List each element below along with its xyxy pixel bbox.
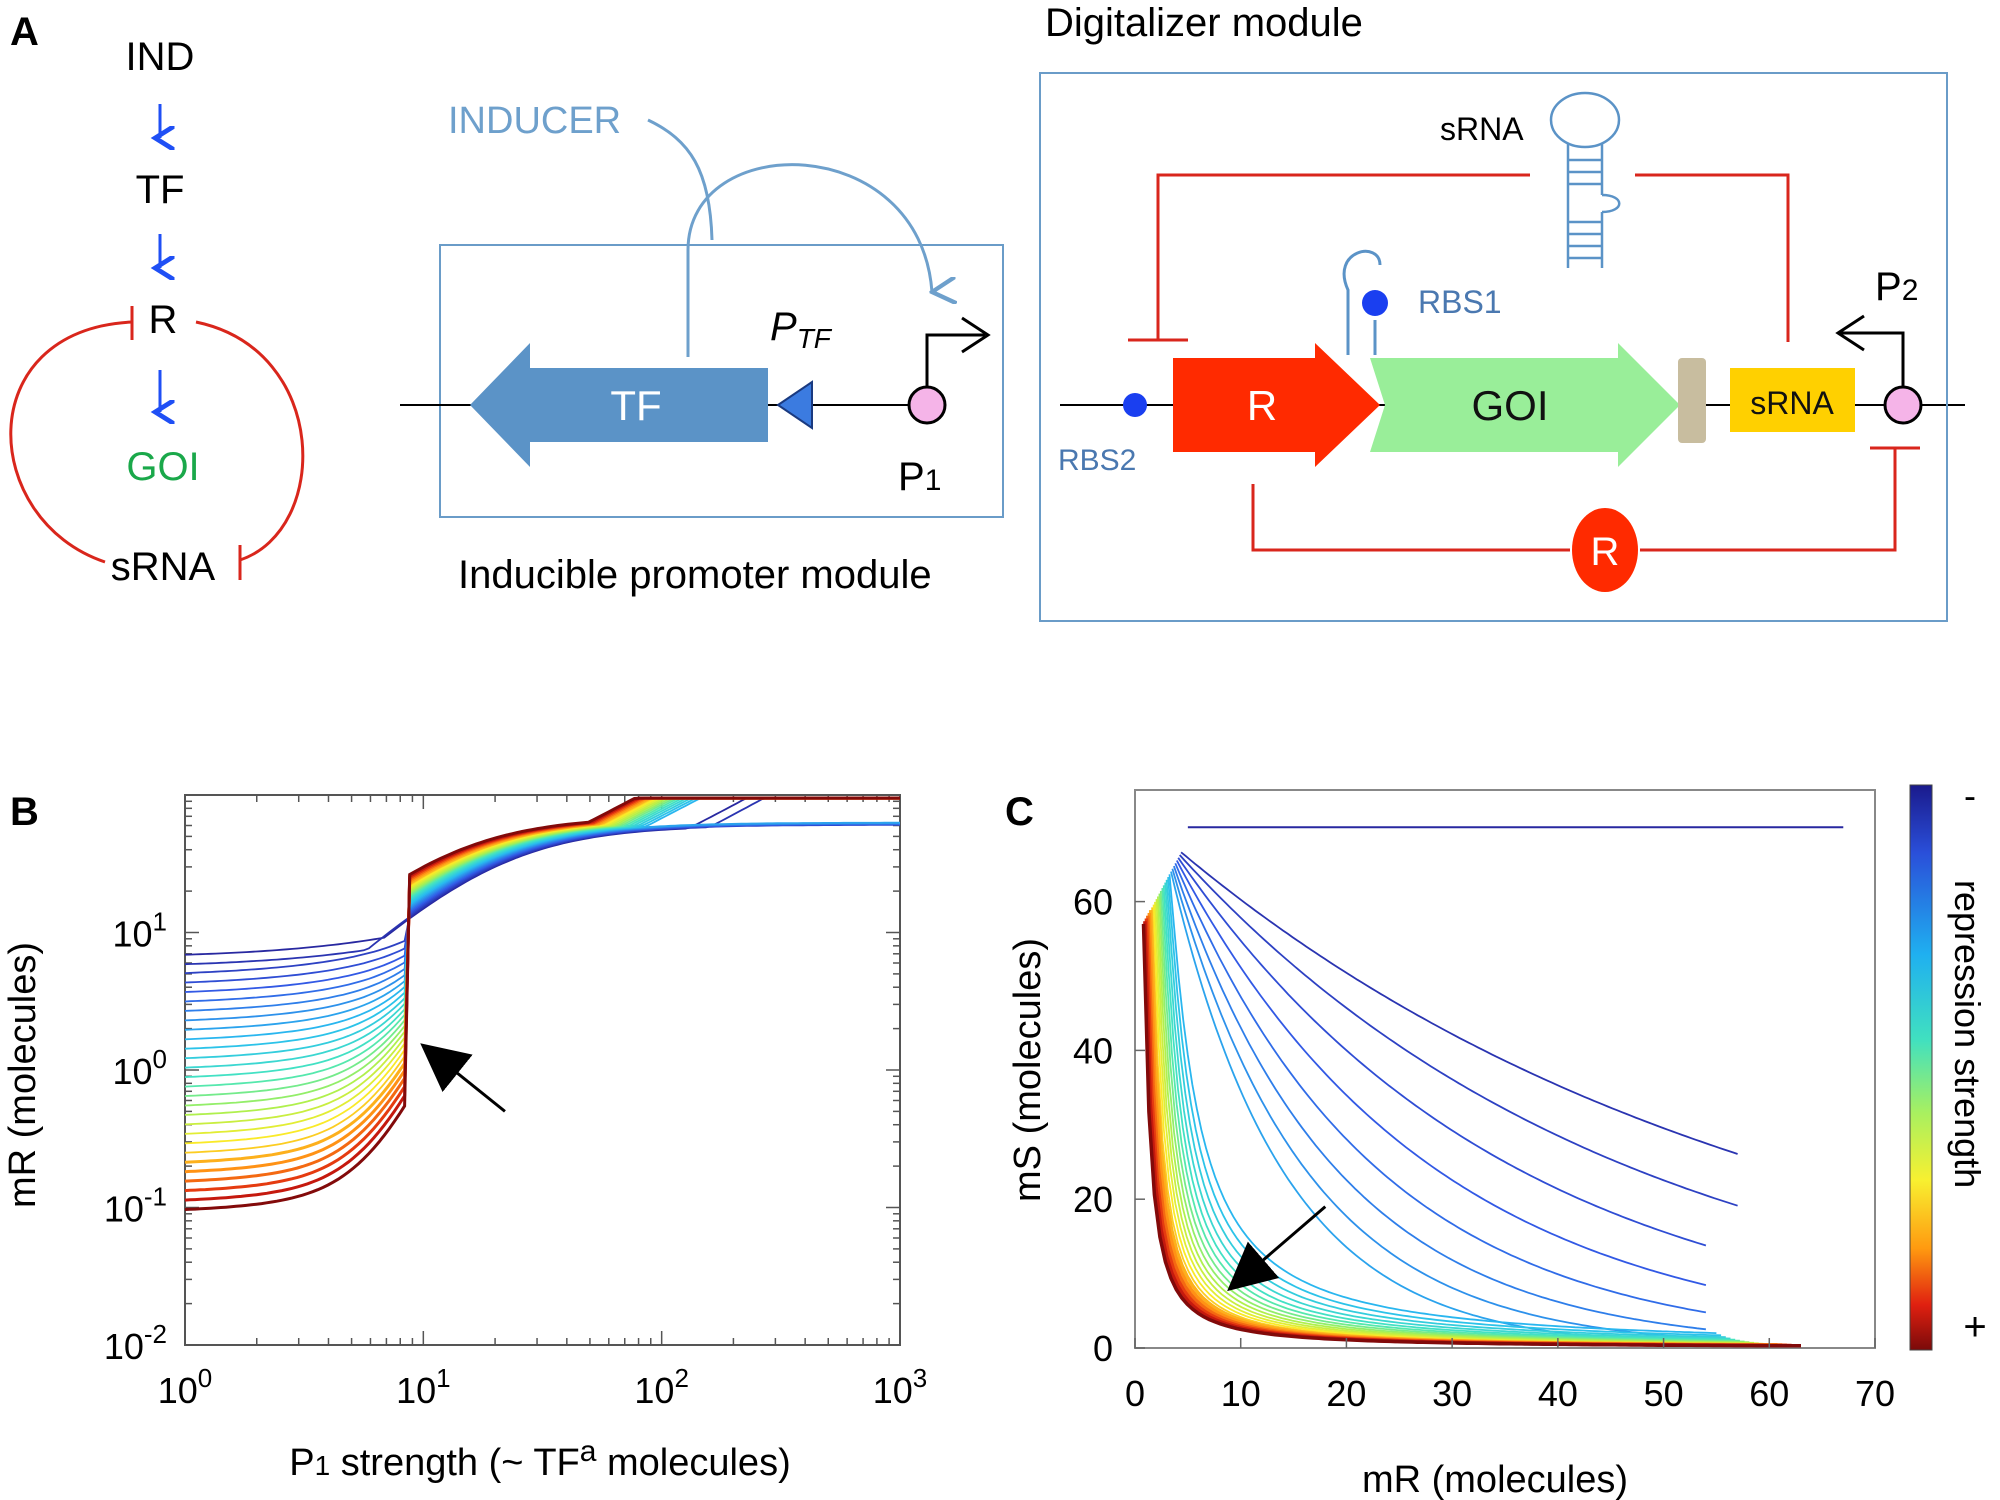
- chart-c-curve: [1180, 851, 1738, 1155]
- tf-gene-arrow: [470, 343, 768, 467]
- inducible-module-box: [439, 244, 1004, 518]
- chart-b-ytick: 10-2: [104, 1319, 167, 1367]
- chart-b-frame: [184, 794, 901, 1346]
- chart-b-arrow: [420, 1043, 506, 1113]
- cascade-tf: TF: [136, 168, 185, 212]
- srna-hairpin-icon: [1549, 91, 1621, 268]
- r-protein-link: [1251, 448, 1897, 552]
- chart-c-curve: [1173, 865, 1706, 1331]
- p2-arrowhead: [1835, 314, 1865, 352]
- chart-b-x-ticks: 100 101 102 103: [158, 1363, 928, 1411]
- panel-b-label: B: [10, 790, 39, 834]
- chart-c-xtick: 50: [1644, 1373, 1684, 1414]
- chart-b-xtick: 103: [873, 1363, 928, 1411]
- srna-hairpin-label: sRNA: [1440, 111, 1524, 147]
- cascade-loop-right: [195, 320, 305, 562]
- chart-c-ytick: 0: [1093, 1328, 1113, 1369]
- digitalizer-title: Digitalizer module: [1045, 1, 1363, 45]
- chart-c-xtick: 20: [1326, 1373, 1366, 1414]
- panel-a: A IND TF R GOI sRNA Inducible promoter m…: [9, 1, 1965, 622]
- chart-c-xtick: 0: [1125, 1373, 1145, 1414]
- chart-c-ytick: 20: [1073, 1179, 1113, 1220]
- chart-c-ytick: 40: [1073, 1030, 1113, 1071]
- srna-repression-line: [1156, 173, 1790, 342]
- chart-c-y-ticks: 0 20 40 60: [1073, 882, 1145, 1369]
- rbs1-hairpin: [1342, 249, 1382, 355]
- p1-transcription-arrow: [925, 333, 985, 388]
- cascade-goi: GOI: [126, 445, 199, 489]
- cascade-loop-left: [9, 320, 133, 564]
- terminator-block: [1678, 358, 1706, 443]
- chart-c-xtick: 40: [1538, 1373, 1578, 1414]
- r-gene-label: R: [1247, 382, 1277, 429]
- chart-c-curve: [1171, 868, 1708, 1340]
- panel-c-label: C: [1005, 790, 1034, 834]
- chart-c-ylabel: mS (molecules): [1007, 938, 1049, 1202]
- chart-b-xtick: 101: [396, 1363, 451, 1411]
- chart-b-curve: [184, 796, 900, 1211]
- chart-b-xlabel: P1 strength (~ TFa molecules): [289, 1435, 790, 1484]
- ptf-triangle: [776, 380, 813, 430]
- cascade-r: R: [149, 298, 178, 342]
- inducer-label: INDUCER: [448, 100, 621, 142]
- chart-b-xtick: 102: [634, 1363, 689, 1411]
- p2-transcription-arrow: [1840, 331, 1905, 388]
- chart-c-arrow: [1227, 1205, 1327, 1292]
- panel-b: B 100 101 102 103 10-2 10-1 100 101 mR (molecu…: [2, 790, 927, 1484]
- panel-c: C 0 10 20 30 40 50 60 70 0 20 40 60 mS (molecules)…: [1005, 775, 1988, 1500]
- goi-gene-arrow: [1370, 343, 1680, 467]
- colorbar: [1909, 784, 1933, 1351]
- chart-c-xtick: 10: [1221, 1373, 1261, 1414]
- chart-c-curve: [1177, 857, 1707, 1247]
- p1-arrowhead: [961, 316, 991, 354]
- panel-a-label: A: [10, 10, 39, 54]
- colorbar-minus: -: [1964, 775, 1976, 816]
- chart-c-curve: [1176, 860, 1707, 1286]
- p1-promoter: [907, 385, 947, 425]
- rbs2-dot: [1123, 393, 1147, 417]
- rbs1-dot: [1362, 290, 1388, 316]
- chart-b-ytick: 100: [112, 1044, 167, 1092]
- chart-b-ytick: 101: [112, 907, 167, 955]
- rbs1-label: RBS1: [1418, 284, 1502, 320]
- chart-c-curve: [1141, 923, 1801, 1348]
- p2-label: P2: [1875, 265, 1918, 309]
- colorbar-plus: +: [1963, 1305, 1986, 1349]
- chart-b-ylabel: mR (molecules): [2, 942, 44, 1208]
- cascade-diagram: IND TF R GOI sRNA: [111, 35, 216, 589]
- chart-c-xlabel: mR (molecules): [1362, 1459, 1628, 1500]
- chart-c-curve: [1161, 888, 1740, 1342]
- chart-b-xtick: 100: [158, 1363, 213, 1411]
- chart-c-curves: [1141, 826, 1844, 1348]
- tf-gene-label: TF: [610, 382, 661, 429]
- chart-c-curve: [1174, 862, 1707, 1314]
- goi-gene-label: GOI: [1471, 382, 1548, 429]
- cascade-ind: IND: [126, 35, 195, 79]
- p2-promoter: [1883, 385, 1923, 425]
- srna-gene-label: sRNA: [1750, 385, 1834, 421]
- chart-c-x-ticks: 0 10 20 30 40 50 60 70: [1125, 1338, 1895, 1414]
- digitalizer-module-box: [1039, 72, 1948, 622]
- chart-b-y-ticks: 10-2 10-1 100 101: [104, 907, 167, 1368]
- cascade-srna: sRNA: [111, 545, 216, 589]
- r-gene-arrow: [1173, 343, 1380, 467]
- ptf-label: PTF: [770, 305, 833, 354]
- chart-b-ytick: 10-1: [104, 1182, 167, 1230]
- chart-c-xtick: 60: [1749, 1373, 1789, 1414]
- srna-gene-box: [1730, 368, 1855, 432]
- r-protein-ellipse: [1572, 508, 1638, 592]
- chart-c-xtick: 70: [1855, 1373, 1895, 1414]
- chart-c-xtick: 30: [1432, 1373, 1472, 1414]
- chart-c-ytick: 60: [1073, 882, 1113, 923]
- p1-label: P1: [898, 455, 941, 499]
- rbs2-label: RBS2: [1058, 444, 1136, 477]
- inducible-module-caption: Inducible promoter module: [458, 553, 932, 597]
- chart-b-curves: [184, 796, 900, 1211]
- inducer-to-tf: [686, 163, 932, 357]
- colorbar-label: repression strength: [1947, 880, 1988, 1188]
- r-protein-label: R: [1591, 530, 1620, 574]
- inducer-curve: [647, 118, 714, 241]
- chart-c-curve: [1179, 854, 1738, 1207]
